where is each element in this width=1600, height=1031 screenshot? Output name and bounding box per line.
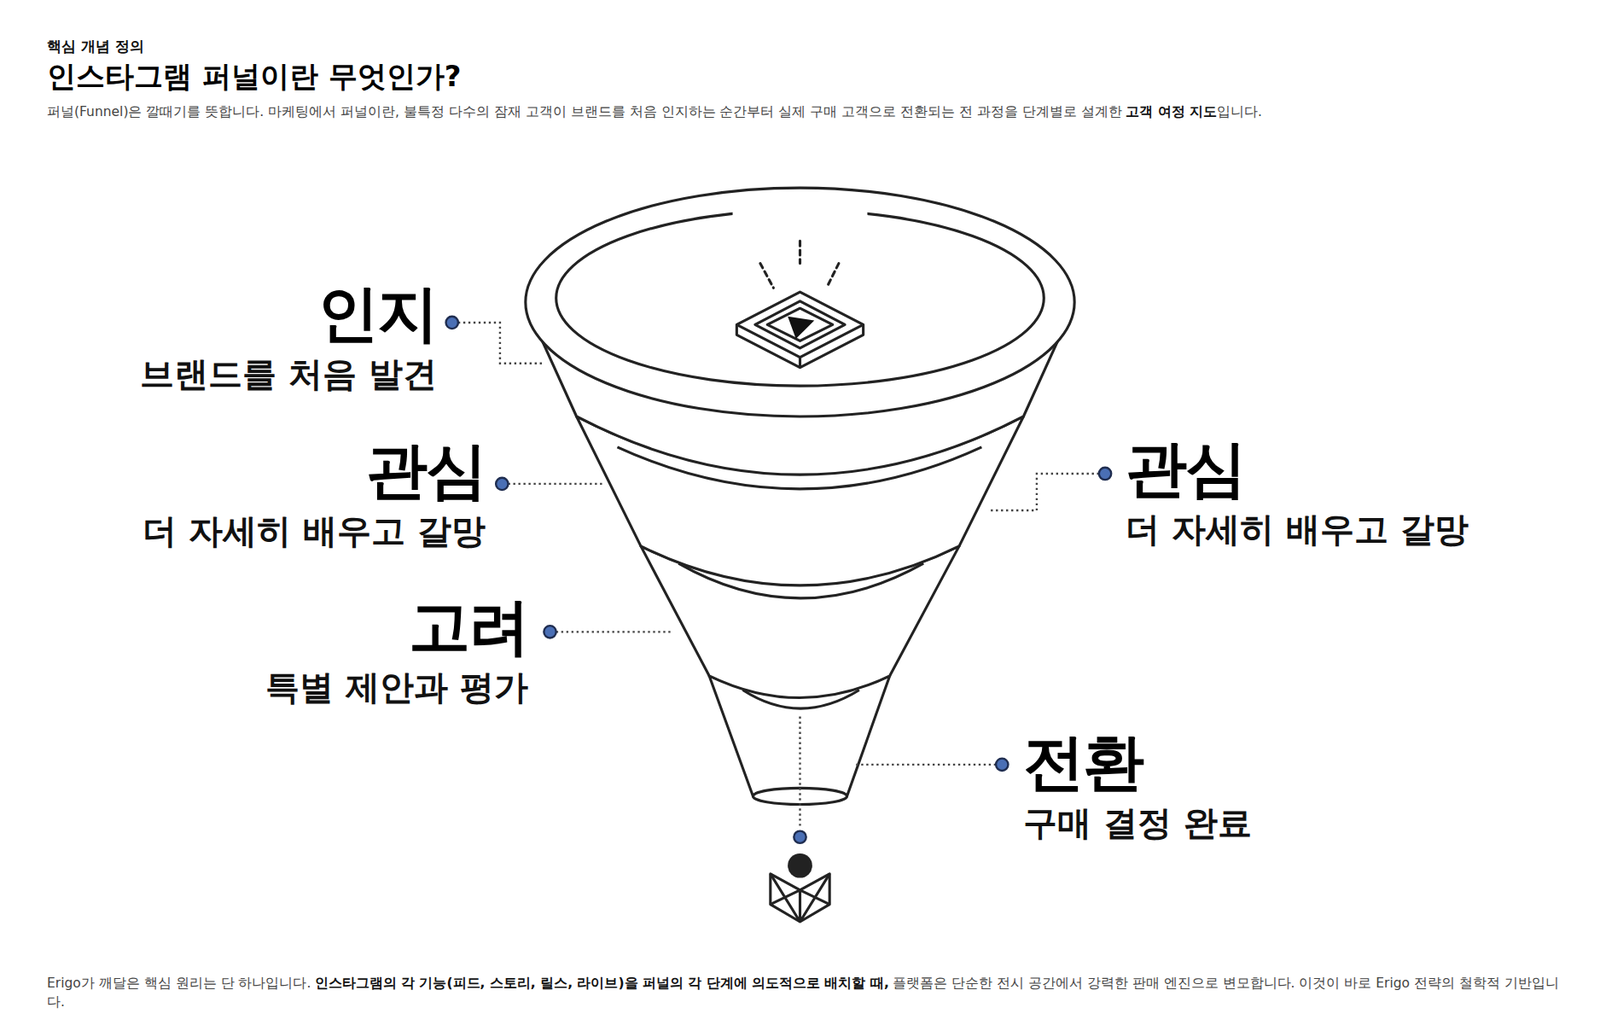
stage-heading: 관심 — [1125, 436, 1469, 502]
stage-label: 고려특별 제안과 평가 — [265, 594, 529, 708]
body-text: 퍼널(Funnel)은 깔때기를 뜻합니다. 마케팅에서 퍼널이란, 불특정 다… — [46, 104, 1123, 120]
stage-heading: 전환 — [1023, 730, 1252, 796]
stage-heading: 고려 — [265, 594, 529, 660]
footer-paragraph: Erigo가 깨달은 핵심 원리는 단 하나입니다.인스타그램의 각 기능(피드… — [46, 973, 1566, 1013]
emphasis-text: 고객 여정 지도 — [1125, 104, 1217, 120]
stage-label: 관심더 자세히 배우고 갈망 — [1125, 436, 1469, 550]
stage-description: 브랜드를 처음 발견 — [139, 353, 437, 395]
stage-description: 특별 제안과 평가 — [265, 666, 529, 708]
page-title: 인스타그램 퍼널이란 무엇인가? — [46, 57, 461, 97]
stage-description: 더 자세히 배우고 갈망 — [1125, 508, 1469, 550]
emphasis-text: 인스타그램의 각 기능(피드, 스토리, 릴스, 라이브)을 퍼널의 각 단계에… — [314, 975, 890, 991]
stage-label: 관심더 자세히 배우고 갈망 — [142, 438, 486, 552]
stage-heading: 관심 — [142, 438, 486, 504]
stage-description: 구매 결정 완료 — [1023, 802, 1252, 844]
stage-label: 전환구매 결정 완료 — [1023, 730, 1252, 844]
body-text: 입니다. — [1216, 104, 1263, 120]
stage-heading: 인지 — [139, 281, 437, 347]
body-text: Erigo가 깨달은 핵심 원리는 단 하나입니다. — [46, 975, 311, 991]
stage-label: 인지브랜드를 처음 발견 — [139, 281, 437, 395]
intro-paragraph: 퍼널(Funnel)은 깔때기를 뜻합니다. 마케팅에서 퍼널이란, 불특정 다… — [46, 102, 1566, 122]
kicker-label: 핵심 개념 정의 — [46, 36, 145, 57]
stage-description: 더 자세히 배우고 갈망 — [142, 510, 486, 552]
